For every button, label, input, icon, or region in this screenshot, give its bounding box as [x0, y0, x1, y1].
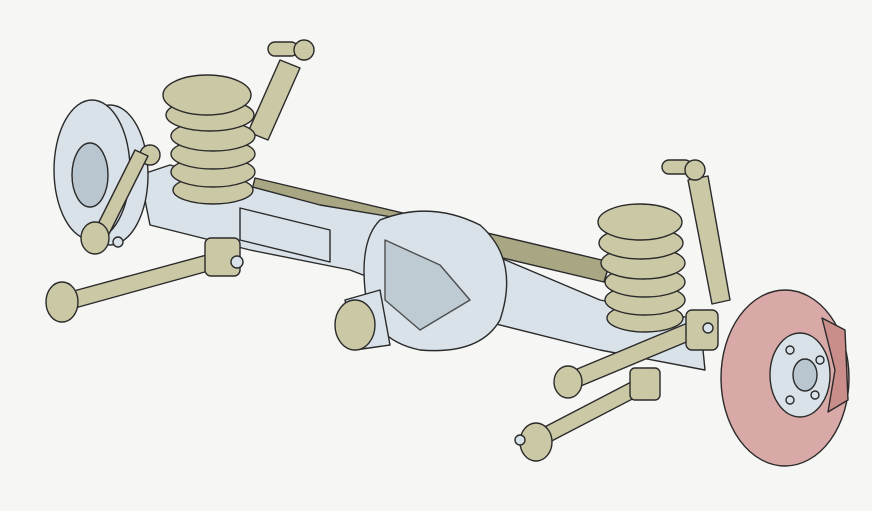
brake-caliper [821, 317, 849, 413]
left-coil-spring [162, 74, 256, 205]
right-lower-trailing-arm [514, 367, 661, 462]
left-upper-arm [80, 149, 149, 255]
left-shock-absorber [247, 39, 315, 141]
right-brake-disc [720, 289, 850, 467]
right-coil-spring [597, 203, 686, 333]
right-upper-arm [553, 309, 719, 399]
right-shock-absorber [661, 159, 731, 305]
left-lower-trailing-arm [45, 237, 244, 323]
differential-housing [334, 210, 508, 352]
